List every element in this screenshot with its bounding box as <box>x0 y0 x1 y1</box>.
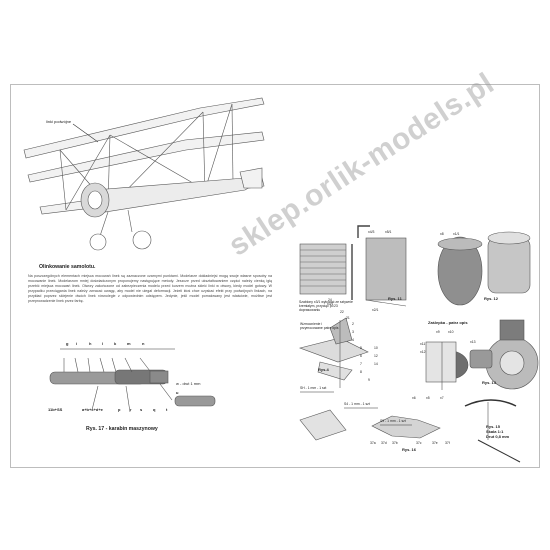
misc-label-4: 4 <box>352 338 354 342</box>
gun-parts-a: 11b+SS <box>48 407 63 412</box>
misc-label-14: 14 <box>374 362 378 366</box>
misc-label-6: 6 <box>360 354 362 358</box>
label-drut: w - drut 1 mm <box>176 381 201 386</box>
misc-label-7: 7 <box>360 362 362 366</box>
prop-label-37f: 37f <box>445 441 450 445</box>
cyl-label-x4-3: x4/3 <box>368 230 375 234</box>
misc-label-2: 2 <box>352 322 354 326</box>
caption-rys12: Rys. 12 <box>484 296 499 301</box>
prop-label-37e: 37e <box>432 441 438 445</box>
gun-letter-q: q <box>153 407 156 412</box>
caption-rys4: Rys.4 <box>318 367 329 372</box>
cylinder-note: Szablony x3/1 wykonać ze sztywnie kremia… <box>299 300 353 312</box>
cyl-label-x8: x8 <box>440 232 444 236</box>
misc-label-21: 21 <box>346 316 350 320</box>
gun-letter-i: i <box>76 341 78 346</box>
caption-rys17: Rys. 17 - karabin maszynowy <box>86 426 158 432</box>
misc-label-3: 3 <box>352 330 354 334</box>
misc-label-22: 22 <box>340 310 344 314</box>
cyl-label-x3-1: x3/1 <box>327 302 334 306</box>
misc-label-12: 12 <box>374 354 378 358</box>
engine-label-x12: x12 <box>420 350 426 354</box>
heading-olinkowanie: Olinkowanie samolotu. <box>39 264 96 270</box>
misc-label-23: 23 <box>334 304 338 308</box>
misc-label-9: 9 <box>368 378 370 382</box>
gun-letter-l: l <box>102 341 104 346</box>
gun-letter-n: n <box>142 341 145 346</box>
gun-letter-g: g <box>66 341 69 346</box>
gun-letter-h: h <box>89 341 92 346</box>
engine-label-x10: x10 <box>448 330 454 334</box>
instructions-paragraph: Na poszczególnych elementach miejsca moc… <box>28 274 272 303</box>
gun-letter-u: u <box>176 390 179 395</box>
prop-label-37d: 37d <box>381 441 387 445</box>
cyl-label-x1-1: x1/1 <box>453 232 460 236</box>
gun-letter-r: r <box>130 407 132 412</box>
caption-rys16: Rys. 16 <box>402 447 417 452</box>
engine-label-x5: x5 <box>426 396 430 400</box>
misc-label-5: 5 <box>360 346 362 350</box>
label-linki-podwojne: linki podwójne <box>46 119 72 124</box>
caption-rys13: Rys. 13 <box>482 380 497 385</box>
engine-label-x7: x7 <box>440 396 444 400</box>
misc-label-8: 8 <box>360 370 362 374</box>
prop-label-37a: 37a <box>370 441 376 445</box>
dimension-s4: S4 - 1 mm - 1 szt <box>344 402 370 406</box>
gun-letter-t: t <box>166 407 168 412</box>
label-wzmocnienie: Wzmocnienie i przymocowane patrz opis <box>300 322 339 330</box>
gun-letter-p: p <box>118 407 121 412</box>
cyl-label-x2-1: x2/1 <box>372 308 379 312</box>
caption-rys11: Rys. 11 <box>388 296 402 301</box>
cyl-label-x5-1: x5/1 <box>385 230 392 234</box>
misc-label-10: 10 <box>374 346 378 350</box>
engine-label-x6: x6 <box>412 396 416 400</box>
gun-letter-k: k <box>114 341 117 346</box>
gun-letter-m: m <box>127 341 131 346</box>
engine-label-x13: x13 <box>470 340 476 344</box>
engine-label-x9: x9 <box>436 330 440 334</box>
misc-label-24: 24 <box>328 298 332 302</box>
caption-rys15: Rys. 15 Skala 1:1 Drut 0,8 mm <box>486 424 510 439</box>
prop-label-37b: 37b <box>392 441 398 445</box>
dimension-s9: S9 - 1 mm - 1 szt <box>380 419 406 423</box>
label-zaslepka: Zaślepka - patrz opis <box>428 320 468 325</box>
prop-label-37c: 37c <box>416 441 422 445</box>
gun-parts-b: a+b+c+d+e <box>82 407 103 412</box>
dimension-sh: SH - 1 mm - 1 szt <box>300 386 327 390</box>
engine-label-x11: x11 <box>420 342 426 346</box>
gun-letter-s: s <box>140 407 143 412</box>
